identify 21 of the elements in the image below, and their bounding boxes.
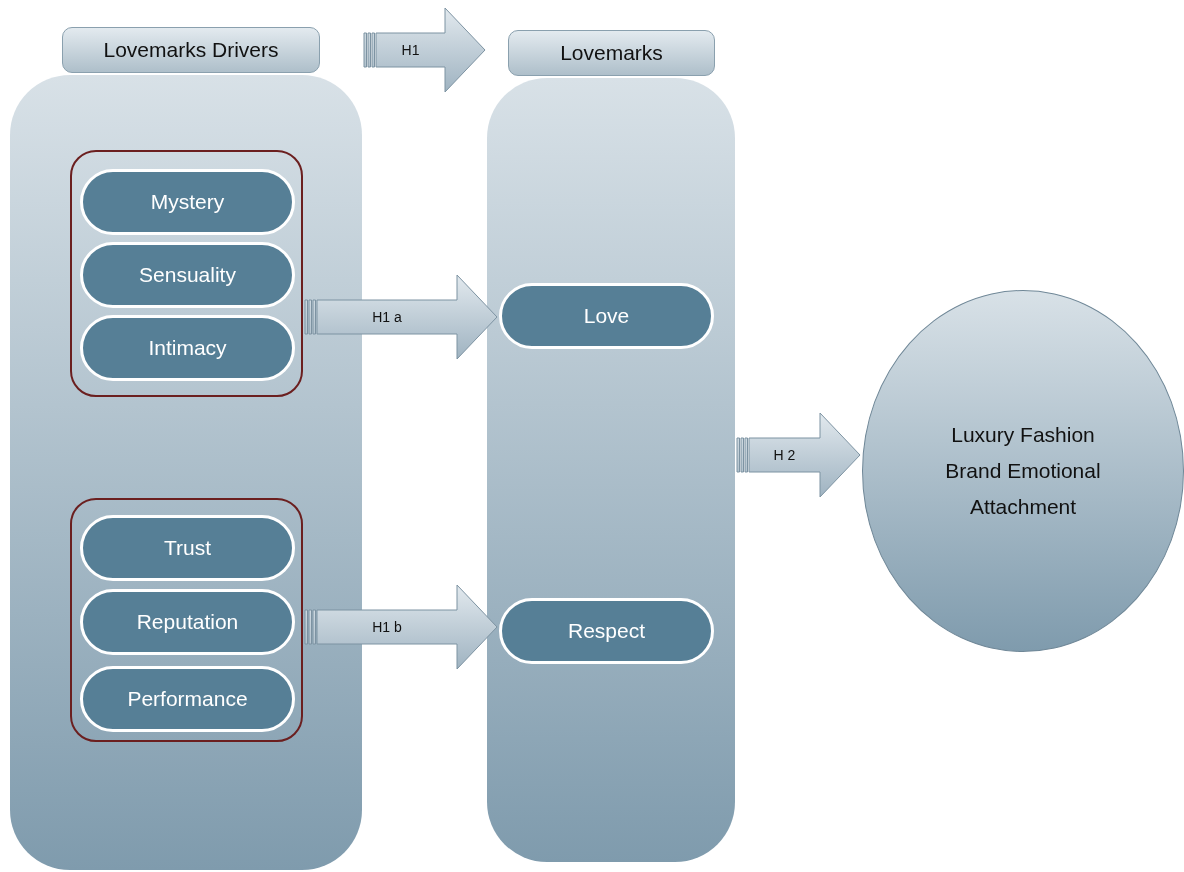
factor-pill: Respect [499, 598, 714, 664]
factor-pill: Trust [80, 515, 295, 581]
group-frame [70, 498, 303, 742]
edge-label: H 2 [773, 447, 796, 463]
factor-pill: Mystery [80, 169, 295, 235]
block-arrow [363, 7, 486, 93]
edge-label: H1 [401, 42, 420, 58]
edge-label: H1 b [372, 619, 402, 635]
block-arrow [736, 412, 861, 498]
factor-pill: Intimacy [80, 315, 295, 381]
group-frame [70, 150, 303, 397]
edge-label: H1 a [372, 309, 402, 325]
factor-pill: Reputation [80, 589, 295, 655]
factor-pill: Love [499, 283, 714, 349]
panel-title: Lovemarks Drivers [62, 27, 320, 73]
outcome-ellipse: Luxury Fashion Brand Emotional Attachment [862, 290, 1184, 652]
panel-title: Lovemarks [508, 30, 715, 76]
block-arrow [304, 274, 498, 360]
factor-pill: Performance [80, 666, 295, 732]
block-arrow [304, 584, 498, 670]
factor-pill: Sensuality [80, 242, 295, 308]
